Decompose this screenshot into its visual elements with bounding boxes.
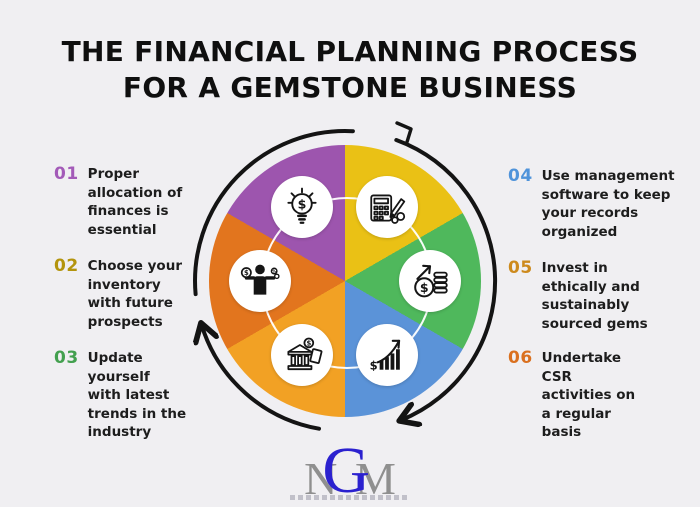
svg-text:%: %	[272, 269, 278, 275]
bank-money-icon: $	[271, 324, 333, 386]
step-text: Use management software to keep your rec…	[541, 168, 675, 240]
svg-text:$: $	[244, 269, 249, 277]
step-text: Undertake CSR activities on a regular ba…	[541, 350, 636, 440]
cycle-arc-top	[193, 129, 355, 297]
svg-text:$: $	[370, 359, 378, 373]
cycle-arrows	[175, 121, 498, 431]
step-item-05: 05 Invest in ethically and sustainably s…	[508, 259, 678, 333]
dollar-bulb-icon: $	[271, 176, 333, 238]
step-item-02: 02 Choose your inventory with future pro…	[54, 257, 234, 331]
cycle-arc-right	[394, 138, 498, 420]
page-title: THE FINANCIAL PLANNING PROCESS FOR A GEM…	[61, 35, 639, 104]
step-item-04: 04 Use management software to keep your …	[508, 167, 678, 241]
step-text: Choose your inventory with future prospe…	[87, 258, 182, 330]
step-number: 05	[508, 258, 533, 278]
logo-subtext-cutoff	[290, 495, 410, 500]
step-text: Invest in ethically and sustainably sour…	[541, 260, 648, 332]
step-number: 01	[54, 164, 79, 184]
logo-letter-n: N	[304, 453, 338, 504]
svg-text:$: $	[306, 340, 311, 348]
cycle-arc-left	[202, 325, 321, 431]
svg-text:$: $	[420, 280, 429, 295]
ngm-logo: N G M	[0, 434, 700, 507]
step-number: 04	[508, 166, 533, 186]
step-item-06: 06 Undertake CSR activities on a regular…	[508, 349, 678, 442]
dollar-growth-chart-icon: $	[356, 324, 418, 386]
step-number: 03	[54, 348, 79, 368]
step-text: Proper allocation of finances is essenti…	[87, 166, 183, 238]
svg-text:$: $	[298, 197, 307, 212]
coins-growth-arrow-icon: $	[399, 250, 461, 312]
step-item-03: 03 Update yourself with latest trends in…	[54, 349, 234, 442]
cycle-chevron-icon	[395, 121, 413, 144]
calculator-pencil-icon	[356, 176, 418, 238]
step-number: 06	[508, 348, 533, 368]
step-number: 02	[54, 256, 79, 276]
step-text: Update yourself with latest trends in th…	[87, 350, 187, 440]
logo-letter-g: G	[322, 434, 370, 507]
logo-letter-m: M	[355, 453, 396, 504]
step-item-01: 01 Proper allocation of finances is esse…	[54, 165, 234, 239]
person-finance-icon: $ %	[229, 250, 291, 312]
